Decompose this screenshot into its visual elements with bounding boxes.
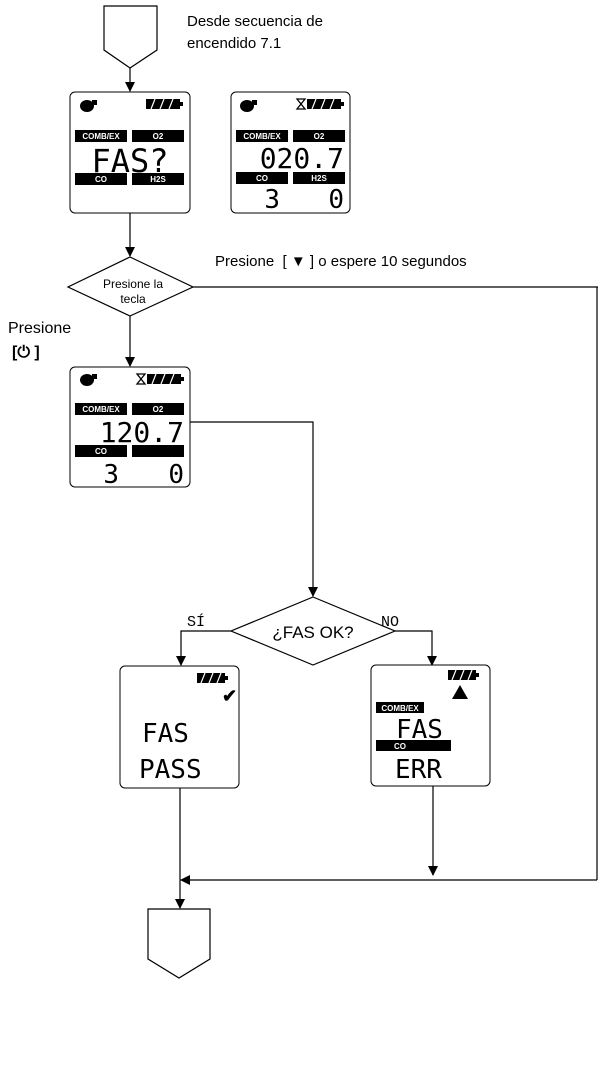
display-fas-pass: ✔ FAS PASS bbox=[119, 665, 240, 789]
label-co: CO bbox=[394, 742, 406, 751]
checkmark-icon: ✔ bbox=[222, 686, 237, 706]
no-label: NO bbox=[381, 614, 399, 631]
display-line2: PASS bbox=[139, 755, 202, 785]
press-or-wait-label: Presione [ ▼ ] o espere 10 segundos bbox=[215, 253, 467, 270]
decision1-line2: tecla bbox=[120, 292, 146, 306]
display-readings: COMB/EX O2 020.7 CO H2S 3 0 bbox=[230, 91, 351, 215]
display-fas-question: COMB/EX O2 FAS? CO H2S bbox=[69, 91, 191, 214]
battery-icon bbox=[448, 669, 479, 681]
label-h2s: H2S bbox=[311, 174, 327, 183]
line-no-branch bbox=[395, 630, 437, 666]
display-readings-2: COMB/EX O2 120.7 CO 3 0 bbox=[69, 366, 191, 490]
label-o2: O2 bbox=[153, 132, 164, 141]
battery-icon bbox=[197, 672, 228, 684]
decision2-label: ¿FAS OK? bbox=[272, 623, 353, 642]
label-comb-ex: COMB/EX bbox=[243, 132, 281, 141]
line-display3-to-decision2 bbox=[190, 421, 318, 597]
reading-o2: 120.7 bbox=[100, 416, 184, 449]
reading-co: 3 bbox=[264, 185, 280, 215]
press-power-key: [⏻ ] bbox=[12, 344, 40, 361]
reading-h2s: 0 bbox=[328, 185, 344, 215]
battery-icon bbox=[146, 98, 183, 110]
hourglass-icon bbox=[295, 98, 307, 110]
decision1-line1: Presione la bbox=[103, 277, 163, 291]
label-o2: O2 bbox=[153, 405, 164, 414]
label-comb-ex: COMB/EX bbox=[82, 132, 120, 141]
start-connector bbox=[103, 5, 158, 69]
reading-co: 3 bbox=[103, 460, 119, 490]
decision-fas-ok bbox=[229, 596, 397, 666]
pump-icon bbox=[80, 100, 97, 112]
display-line1: FAS bbox=[142, 719, 189, 749]
yes-label: SÍ bbox=[187, 613, 205, 631]
label-comb-ex: COMB/EX bbox=[82, 405, 120, 414]
label-h2s: H2S bbox=[150, 175, 166, 184]
display-line2: ERR bbox=[395, 755, 442, 785]
label-co: CO bbox=[95, 175, 107, 184]
label-comb-ex: COMB/EX bbox=[381, 704, 419, 713]
label-o2: O2 bbox=[314, 132, 325, 141]
pump-icon bbox=[240, 100, 257, 112]
display-fas-err: COMB/EX FAS CO ERR bbox=[370, 664, 491, 787]
start-label-line2: encendido 7.1 bbox=[187, 35, 281, 52]
start-label-line1: Desde secuencia de bbox=[187, 13, 323, 30]
end-connector bbox=[147, 908, 211, 979]
reading-o2: 020.7 bbox=[260, 142, 344, 175]
label-co: CO bbox=[95, 447, 107, 456]
reading-h2s: 0 bbox=[168, 460, 184, 490]
battery-icon bbox=[307, 98, 344, 110]
hourglass-icon bbox=[135, 373, 147, 385]
pump-icon bbox=[80, 374, 97, 386]
battery-icon bbox=[147, 373, 184, 385]
warning-icon bbox=[452, 685, 468, 699]
line-yes-branch bbox=[176, 630, 231, 666]
press-power-word: Presione bbox=[8, 320, 71, 337]
label-co: CO bbox=[256, 174, 268, 183]
